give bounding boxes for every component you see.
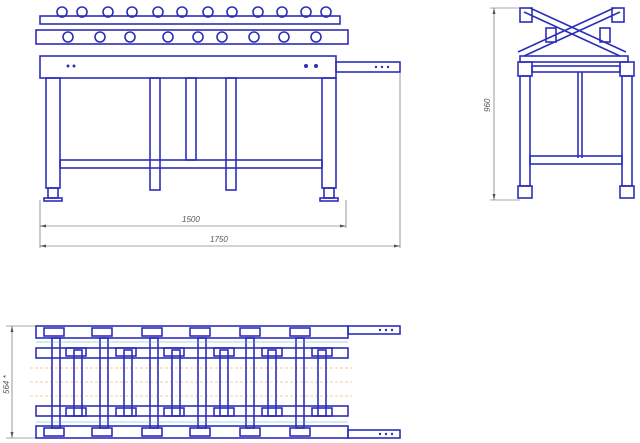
plan-extension-top — [347, 325, 401, 335]
front-view — [35, 6, 401, 202]
plan-rollers — [51, 337, 327, 429]
front-roller-bed — [35, 29, 349, 45]
front-leg-left — [45, 77, 61, 189]
plan-extension-bottom — [347, 429, 401, 439]
front-roller-row-2 — [62, 31, 322, 43]
front-foot-pad-left — [43, 197, 63, 202]
dim-text-1500: 1500 — [182, 215, 200, 224]
side-top-beam — [519, 55, 629, 63]
plan-brackets — [43, 327, 333, 437]
front-rollers — [56, 6, 332, 18]
dim-text-1750: 1750 — [210, 235, 228, 244]
front-top-rail — [39, 15, 341, 25]
side-lower-crossbar — [529, 155, 623, 165]
dim-text-960: 960 — [483, 98, 492, 112]
plan-view — [30, 325, 401, 439]
front-leg-right — [321, 77, 337, 189]
front-foot-pad-right — [319, 197, 339, 202]
side-roller-tr — [611, 7, 625, 23]
side-bracket-left — [517, 61, 533, 77]
front-leg-mid-3 — [225, 77, 237, 191]
front-foot-right — [323, 187, 335, 199]
plan-dimensions: 564 * — [2, 325, 36, 439]
side-dimensions: 960 — [483, 7, 520, 201]
front-leg-mid-1 — [149, 77, 161, 191]
side-leg-left — [519, 75, 531, 187]
side-roller-tl — [519, 7, 533, 23]
front-dimensions: 1500 1750 — [39, 72, 401, 248]
plan-rail-inner-bottom — [35, 405, 349, 417]
side-leg-right — [621, 75, 633, 187]
plan-rail-inner-top — [35, 347, 349, 359]
side-bracket-right — [619, 61, 635, 77]
front-lower-crossbar — [59, 159, 323, 169]
front-leg-mid-2 — [185, 77, 197, 161]
front-main-beam — [39, 55, 337, 79]
front-extension-arm — [335, 61, 401, 73]
front-foot-left — [47, 187, 59, 199]
dim-text-564: 564 * — [2, 374, 11, 394]
side-arm-2 — [523, 11, 621, 57]
side-view — [517, 7, 635, 199]
